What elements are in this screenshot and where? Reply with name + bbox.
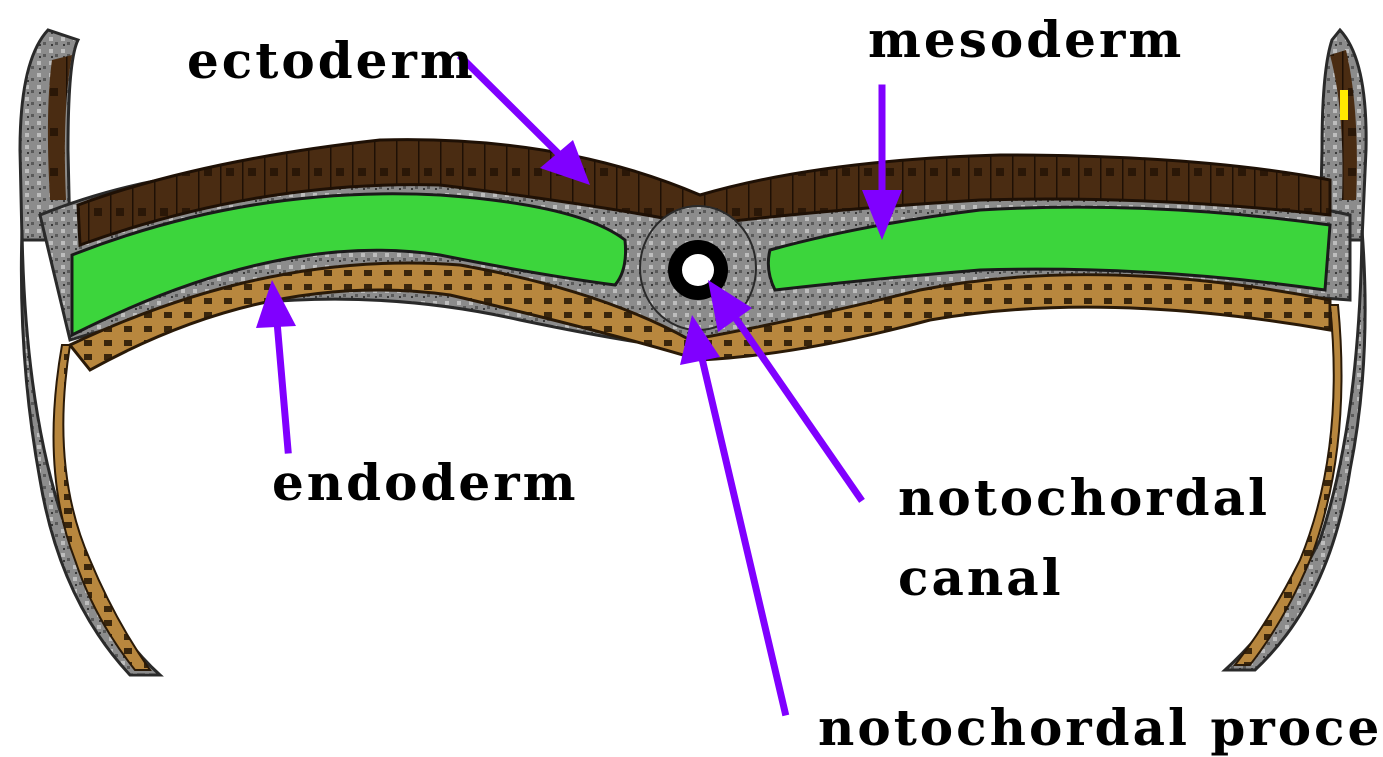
label-notochordal-canal-line2: canal <box>898 548 1064 607</box>
label-notochordal-canal-line1: notochordal <box>898 468 1270 527</box>
label-notochordal-process: notochordal process <box>818 698 1383 757</box>
label-mesoderm: mesoderm <box>868 10 1184 69</box>
label-endoderm: endoderm <box>272 453 579 512</box>
arrow-endoderm <box>256 280 296 450</box>
label-ectoderm: ectoderm <box>187 31 476 90</box>
right-yellow-marks <box>1340 90 1348 120</box>
arrow-notochordal-process <box>680 315 785 712</box>
